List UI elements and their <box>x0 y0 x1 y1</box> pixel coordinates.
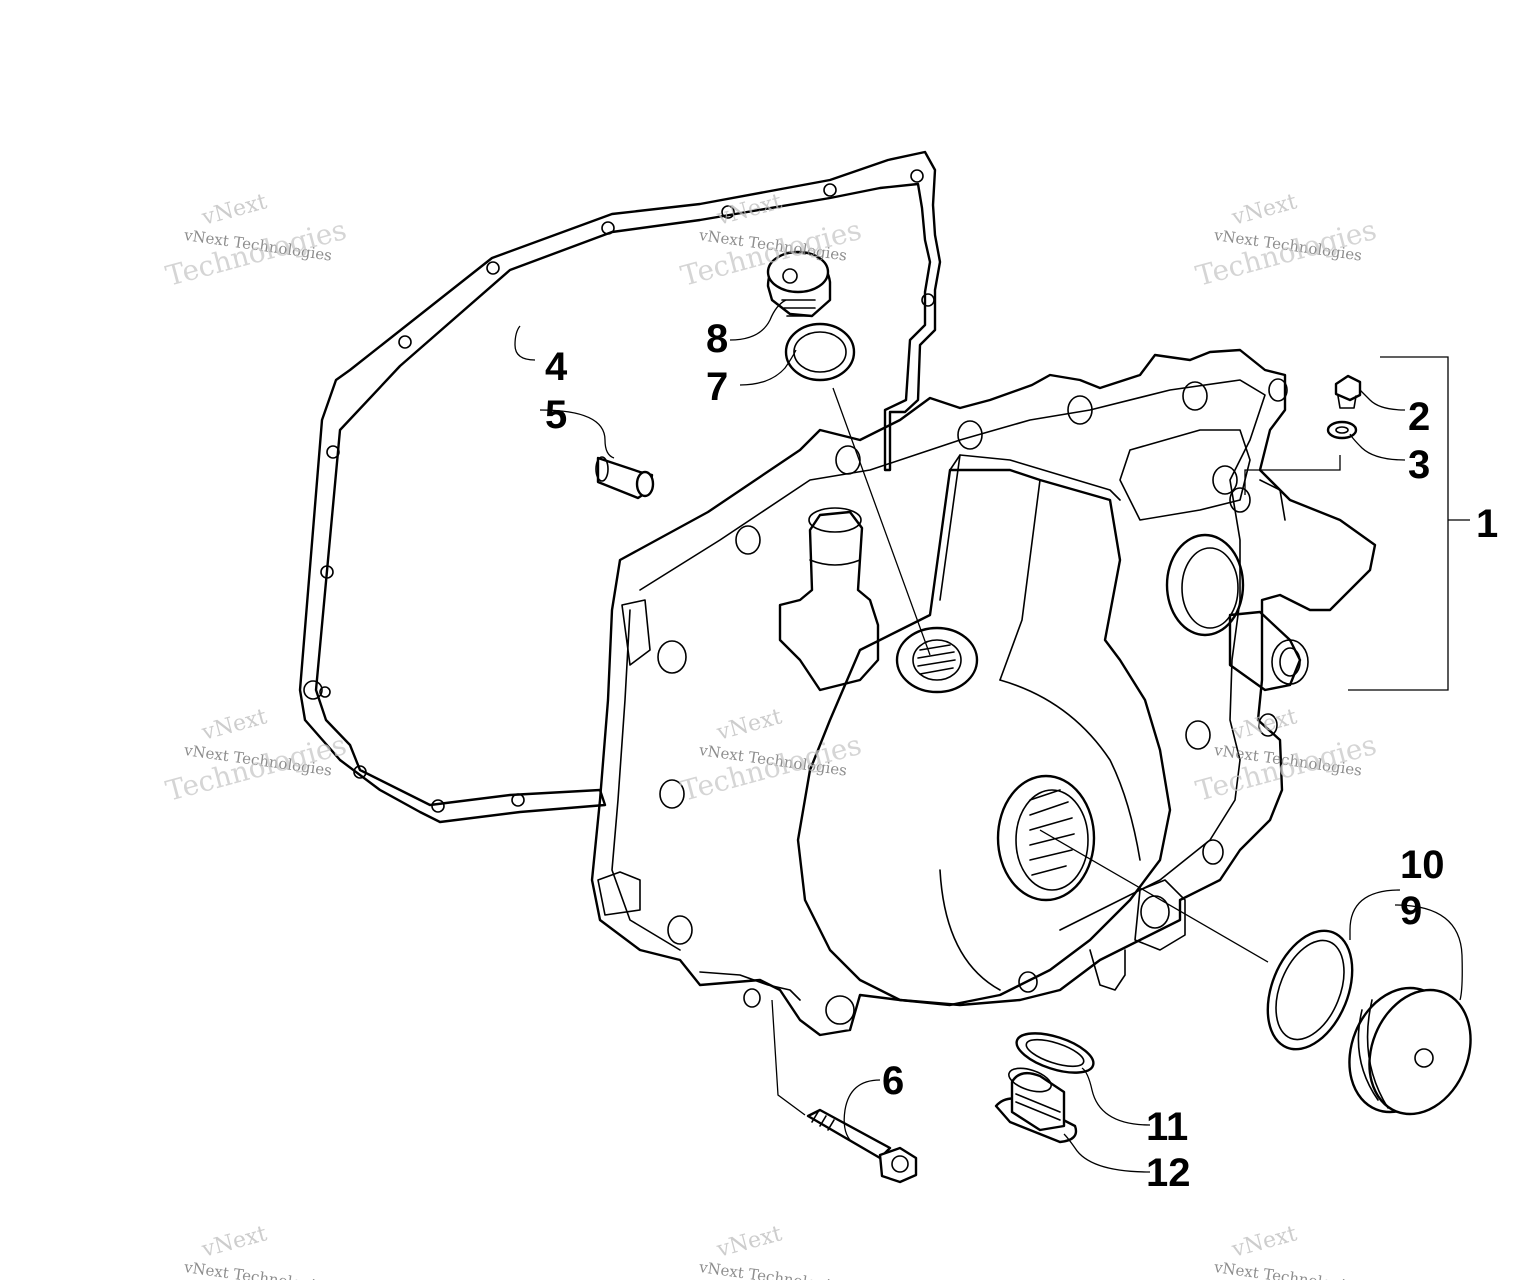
svg-text:vNext Technologies: vNext Technologies <box>697 1258 848 1280</box>
bolt-part-6 <box>806 1108 918 1184</box>
svg-text:vNext Technologies: vNext Technologies <box>182 1258 333 1280</box>
callout-12: 12 <box>1146 1151 1191 1195</box>
watermark: vNext vNext Technologies Technologies <box>162 189 350 292</box>
watermark: vNext vNext Technologies Technologies <box>677 704 865 807</box>
svg-text:vNext: vNext <box>198 1221 269 1263</box>
svg-text:vNext: vNext <box>198 704 269 746</box>
watermark: vNext vNext Technologies Technologies <box>1192 189 1380 292</box>
watermark: vNext vNext Technologies <box>182 1221 333 1280</box>
callout-9: 9 <box>1400 889 1422 933</box>
callouts: 1 2 3 4 5 6 7 8 9 10 11 12 <box>545 317 1498 1195</box>
svg-text:vNext Technologies: vNext Technologies <box>1212 1258 1363 1280</box>
callout-4: 4 <box>545 345 568 389</box>
callout-3: 3 <box>1408 443 1430 487</box>
drain-plug-part-12 <box>994 1067 1078 1144</box>
watermarks: vNext vNext Technologies Technologies vN… <box>162 189 1380 1280</box>
svg-text:vNext: vNext <box>1228 1221 1299 1263</box>
plug-cap-part-9 <box>1348 986 1472 1116</box>
watermark: vNext vNext Technologies <box>1212 1221 1363 1280</box>
leader-lines <box>514 299 1470 1173</box>
svg-text:vNext: vNext <box>1228 704 1299 746</box>
watermark: vNext vNext Technologies <box>697 1221 848 1280</box>
svg-text:vNext: vNext <box>713 1221 784 1263</box>
watermark: vNext vNext Technologies Technologies <box>162 704 350 807</box>
svg-text:vNext: vNext <box>1228 189 1299 231</box>
watermark: vNext vNext Technologies Technologies <box>1192 704 1380 807</box>
callout-10: 10 <box>1400 843 1445 887</box>
washer-part-3 <box>1326 420 1358 440</box>
callout-8: 8 <box>706 317 728 361</box>
callout-6: 6 <box>882 1059 904 1103</box>
svg-text:vNext: vNext <box>713 704 784 746</box>
callout-11: 11 <box>1146 1105 1188 1149</box>
callout-7: 7 <box>706 365 728 409</box>
o-ring-part-7 <box>784 322 856 382</box>
washer-part-11 <box>1015 1032 1095 1074</box>
callout-5: 5 <box>545 393 567 437</box>
bolt-part-2 <box>1334 374 1362 409</box>
svg-text:vNext: vNext <box>198 189 269 231</box>
o-ring-part-10 <box>1266 929 1354 1051</box>
callout-2: 2 <box>1408 395 1430 439</box>
callout-1: 1 <box>1476 502 1498 546</box>
cover-assembly-part-1 <box>590 348 1377 1037</box>
gasket-part-4 <box>298 150 942 824</box>
dowel-part-5 <box>595 456 655 500</box>
